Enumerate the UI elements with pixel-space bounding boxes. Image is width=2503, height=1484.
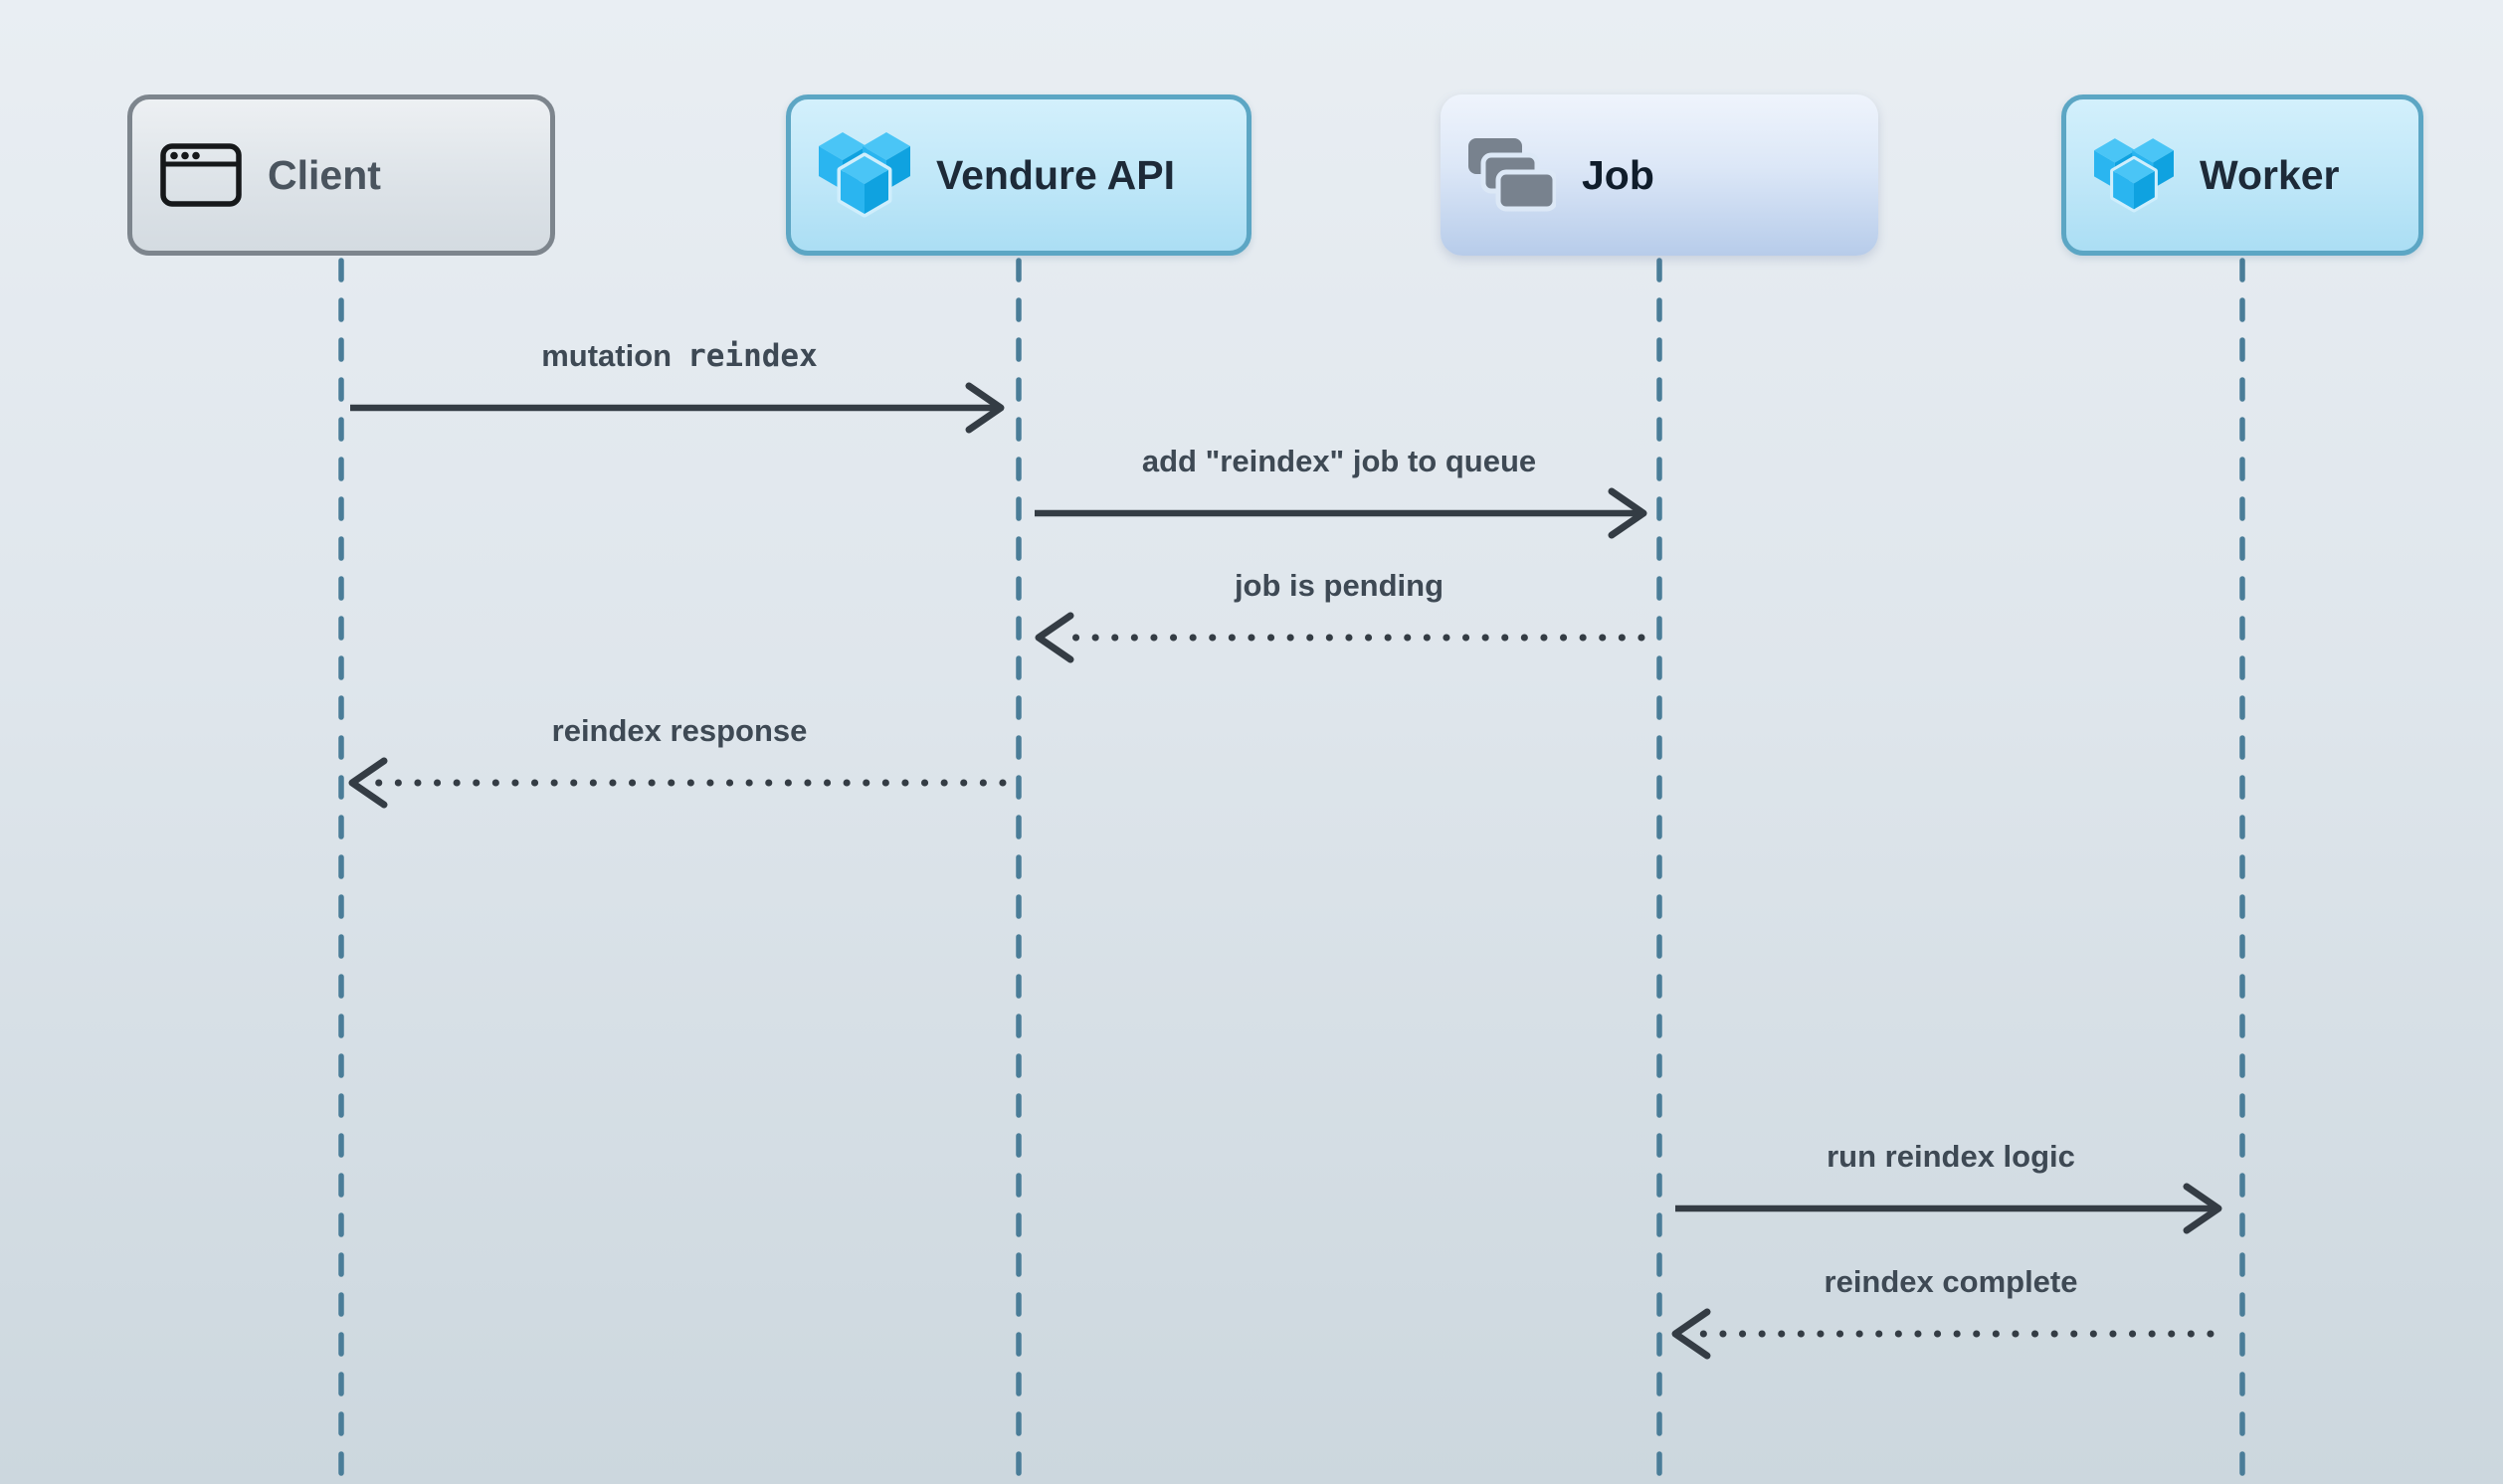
message-label-run-reindex-logic: run reindex logic [1827, 1139, 2075, 1175]
actor-label-worker: Worker [2200, 151, 2340, 198]
actor-box-worker: Worker [2061, 94, 2423, 256]
arrow-run-reindex-logic [1675, 1183, 2222, 1234]
message-text: reindex complete [1824, 1264, 2078, 1299]
actor-box-job: Job [1441, 94, 1878, 256]
message-text: reindex response [551, 713, 808, 748]
arrow-reindex-complete [1671, 1308, 2214, 1360]
arrow-job-is-pending [1035, 612, 1645, 663]
vendure-logo-icon [819, 132, 910, 218]
message-text: job is pending [1234, 568, 1444, 603]
message-label-mutation-reindex: mutation reindex [541, 338, 818, 374]
actor-label-client: Client [268, 151, 381, 198]
message-text: run reindex logic [1827, 1139, 2075, 1174]
actor-label-vendure-api: Vendure API [936, 151, 1175, 198]
arrow-reindex-response [348, 757, 1007, 809]
actor-box-vendure-api: Vendure API [786, 94, 1252, 256]
stacked-cards-icon [1468, 138, 1556, 212]
message-label-job-is-pending: job is pending [1235, 568, 1444, 604]
message-code-text: reindex [687, 338, 818, 374]
vendure-logo-icon [2094, 137, 2174, 212]
actor-label-job: Job [1582, 151, 1654, 198]
message-label-reindex-complete: reindex complete [1825, 1264, 2078, 1300]
arrow-mutation-reindex [350, 382, 1005, 434]
message-label-add-reindex-job: add "reindex" job to queue [1142, 444, 1536, 479]
message-text: add "reindex" job to queue [1141, 444, 1537, 478]
actor-box-client: Client [127, 94, 555, 256]
message-text: mutation [541, 338, 673, 373]
browser-window-icon [160, 143, 242, 207]
message-label-reindex-response: reindex response [552, 713, 808, 749]
arrow-add-reindex-job-to-queue [1035, 487, 1647, 539]
